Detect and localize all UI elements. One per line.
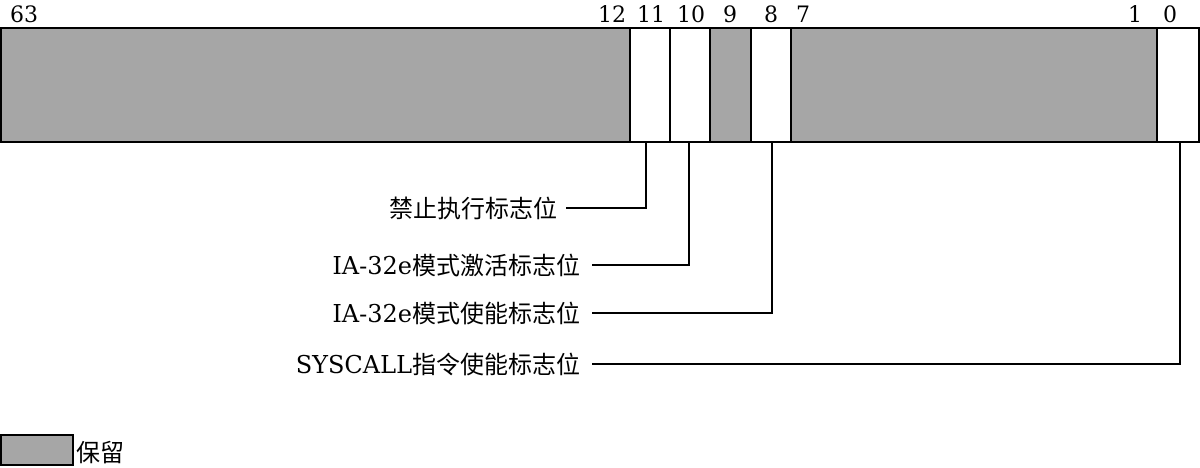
legend-swatch-reserved [0,434,74,466]
label-bit-8: IA-32e模式使能标志位 [332,300,580,328]
bit-number-10: 10 [677,3,705,28]
label-bit-0: SYSCALL指令使能标志位 [296,351,580,379]
bit-number-7: 7 [796,3,810,28]
field-reserved-63-12 [0,27,631,143]
leader-line-bit-0 [592,142,1181,365]
label-bit-10: IA-32e模式激活标志位 [332,252,580,280]
legend-label-reserved: 保留 [76,439,124,467]
label-bit-11: 禁止执行标志位 [389,195,557,223]
bit-number-0: 0 [1163,3,1177,28]
bit-number-12: 12 [598,3,626,28]
bit-number-8: 8 [764,3,778,28]
leader-lines [566,142,1181,365]
bit-number-labels: 63 12 11 10 9 8 7 1 0 [10,3,1177,28]
bit-number-63: 63 [10,3,38,28]
field-bit-11 [629,27,671,143]
bit-number-11: 11 [637,3,665,28]
field-bit-10 [669,27,711,143]
field-reserved-9 [709,27,752,143]
bit-number-1: 1 [1128,3,1142,28]
field-bit-8 [750,27,792,143]
field-reserved-7-1 [790,27,1158,143]
leader-line-bit-8 [592,142,773,314]
field-labels: 禁止执行标志位 IA-32e模式激活标志位 IA-32e模式使能标志位 SYSC… [296,195,580,379]
legend: 保留 [0,434,124,467]
leader-line-bit-11 [566,142,647,209]
field-bit-0 [1156,27,1200,143]
register-fields [0,27,1200,143]
bit-number-9: 9 [723,3,737,28]
leader-line-bit-10 [592,142,690,266]
